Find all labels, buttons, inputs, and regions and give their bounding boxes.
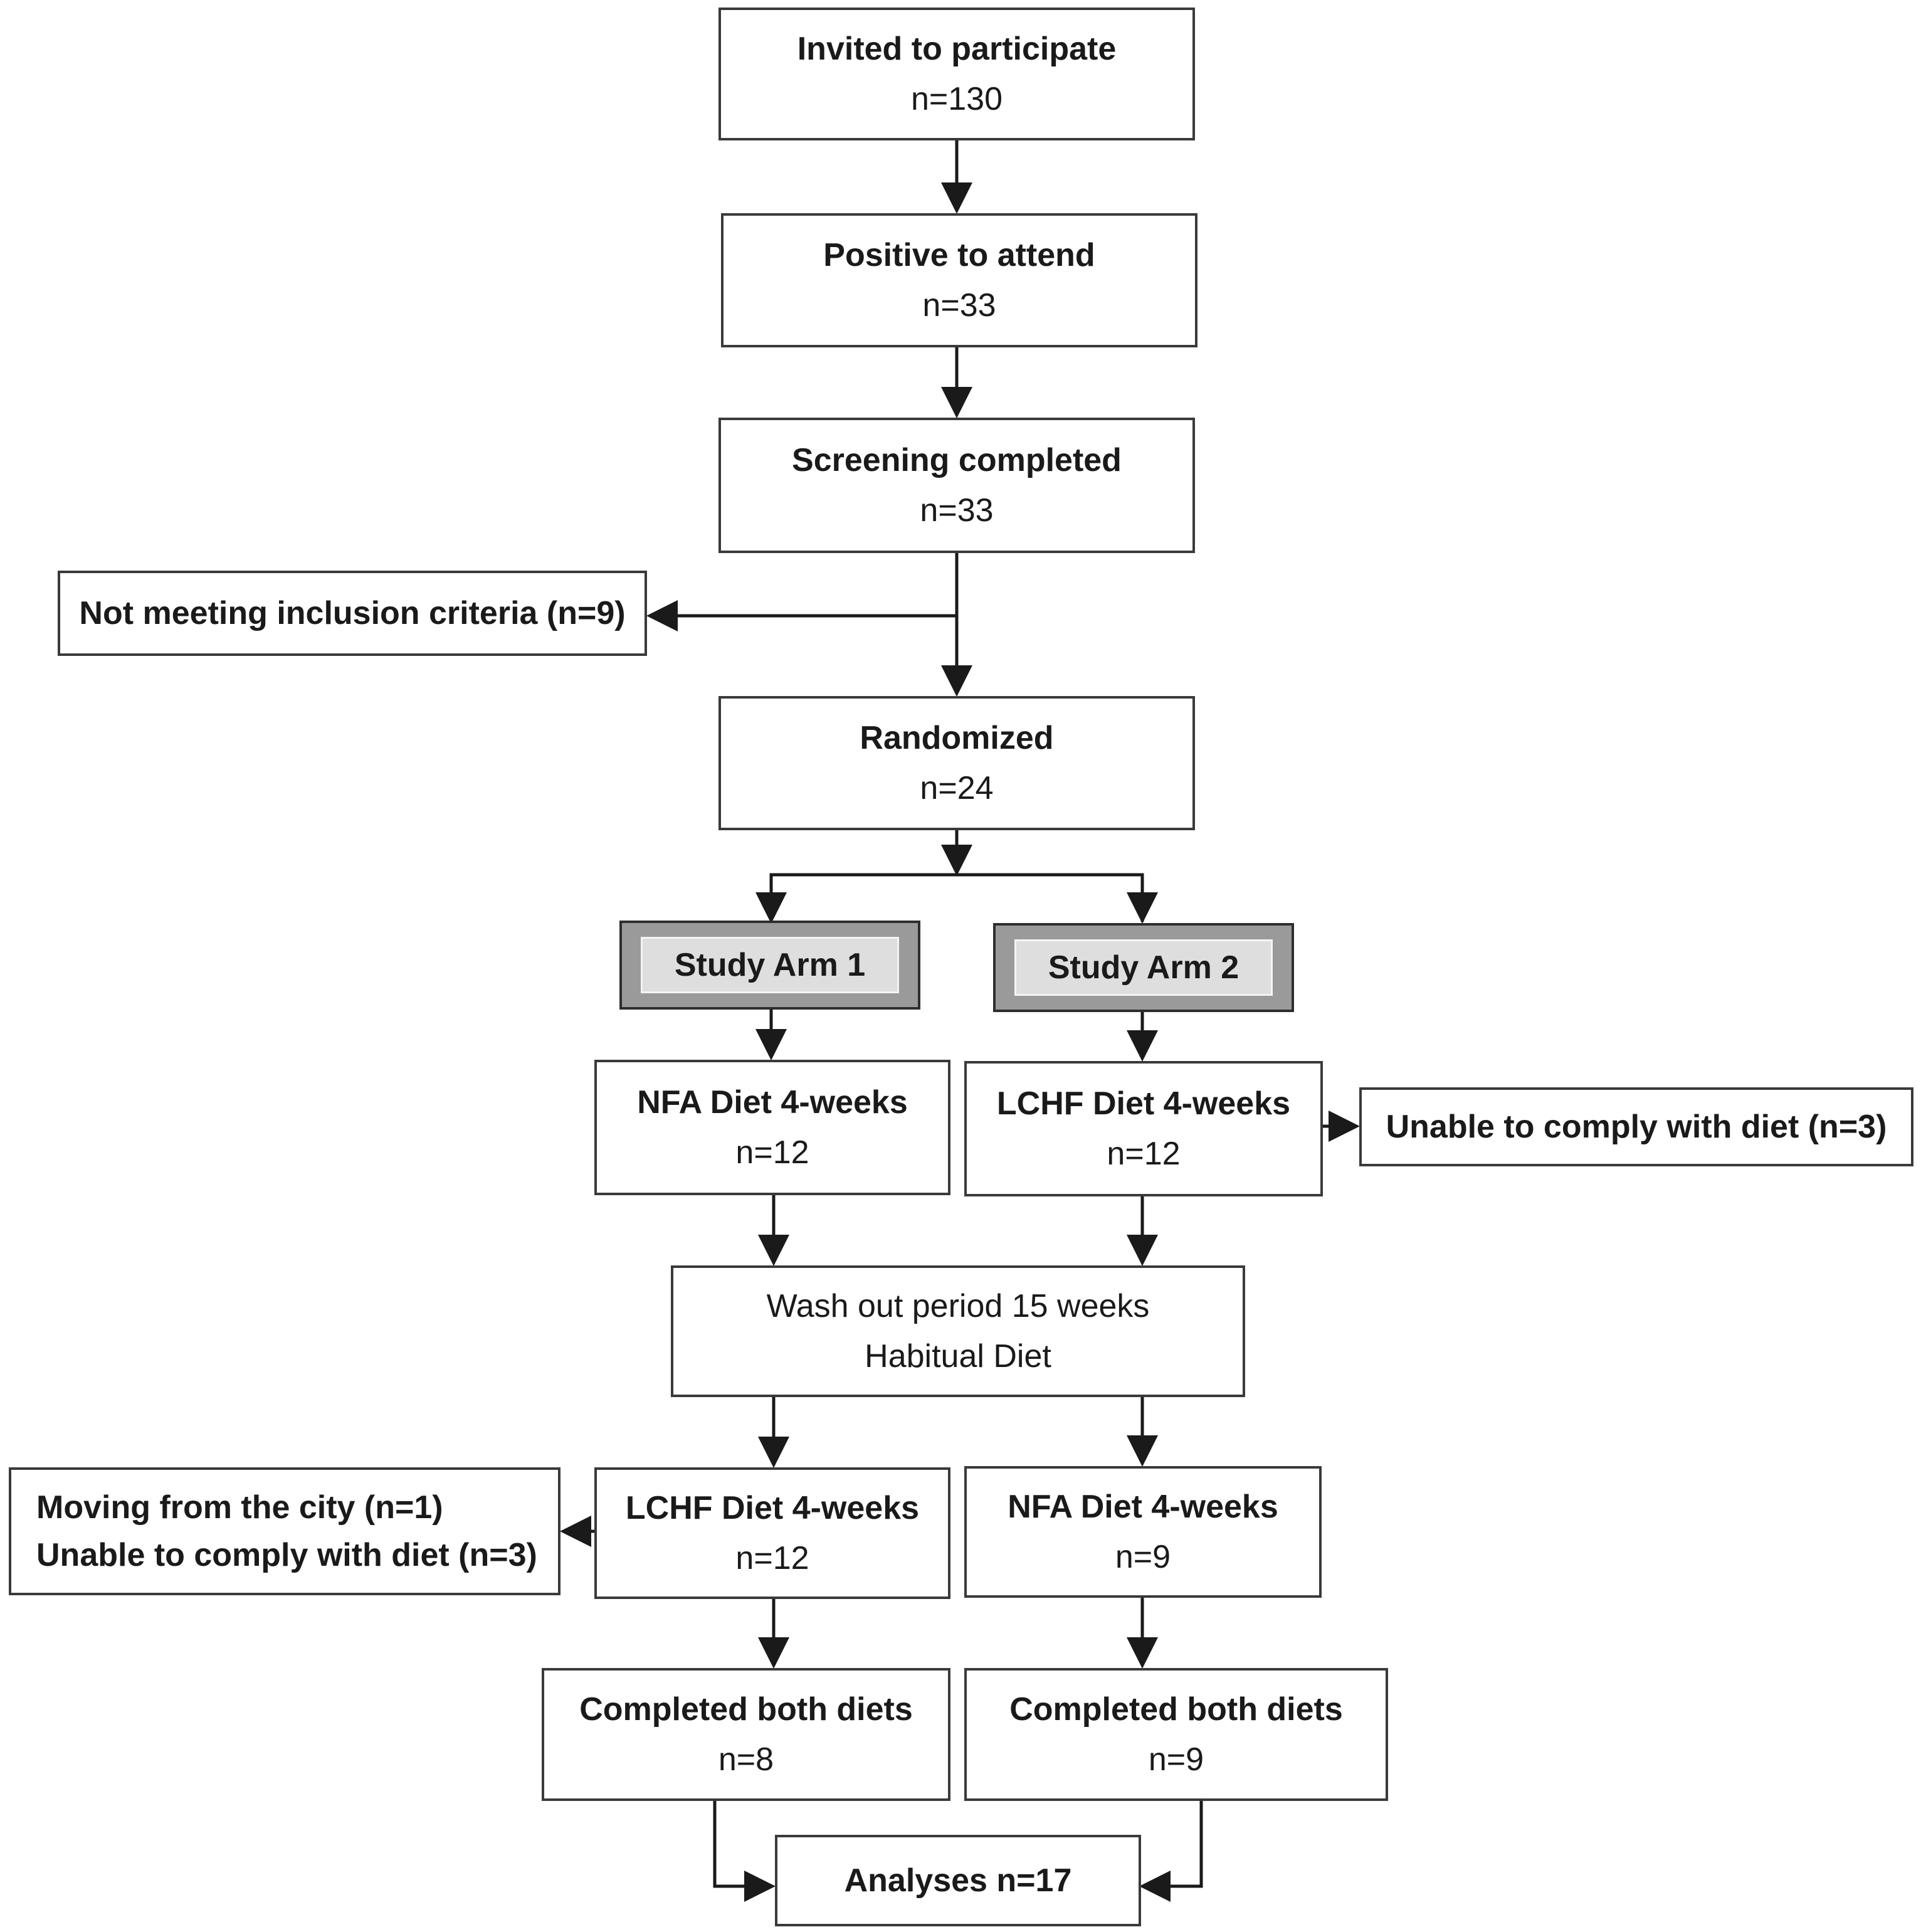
excluded-text: Not meeting inclusion criteria (n=9) — [79, 595, 626, 631]
arm1-period2-dropout-line1: Moving from the city (n=1) — [36, 1489, 443, 1526]
randomized-title: Randomized — [860, 720, 1054, 756]
arm2-period1-dropout-text: Unable to comply with diet (n=3) — [1386, 1109, 1887, 1145]
split-bar — [769, 873, 1144, 922]
arm2-period1-box: LCHF Diet 4-weeks n=12 — [964, 1061, 1323, 1196]
washout-line1: Wash out period 15 weeks — [766, 1288, 1150, 1324]
invited-title: Invited to participate — [797, 31, 1117, 67]
randomized-box: Randomized n=24 — [718, 696, 1195, 830]
positive-title: Positive to attend — [823, 237, 1095, 273]
arm2-period1-dropout-box: Unable to comply with diet (n=3) — [1359, 1087, 1913, 1166]
study-arm-2-box: Study Arm 2 — [993, 923, 1294, 1012]
study-arm-2-label: Study Arm 2 — [1014, 939, 1273, 996]
arrow-arm2-completed-to-analyses — [1139, 1800, 1203, 1902]
invited-count: n=130 — [910, 81, 1003, 117]
arm1-period1-box: NFA Diet 4-weeks n=12 — [594, 1060, 950, 1195]
arm2-period2-box: NFA Diet 4-weeks n=9 — [964, 1466, 1322, 1598]
positive-box: Positive to attend n=33 — [721, 213, 1197, 347]
arrow-arm1-completed-to-analyses — [713, 1800, 776, 1902]
arm1-completed-title: Completed both diets — [579, 1691, 913, 1728]
arm1-period1-count: n=12 — [735, 1134, 809, 1171]
arm2-completed-box: Completed both diets n=9 — [964, 1668, 1388, 1801]
arm1-period2-dropout-line2: Unable to comply with diet (n=3) — [36, 1537, 537, 1573]
screening-title: Screening completed — [792, 442, 1122, 478]
study-arm-1-box: Study Arm 1 — [619, 921, 920, 1010]
positive-count: n=33 — [922, 287, 996, 324]
study-arm-1-label: Study Arm 1 — [641, 937, 899, 993]
arm2-period1-title: LCHF Diet 4-weeks — [996, 1085, 1291, 1122]
screening-count: n=33 — [920, 492, 994, 529]
arm1-period2-count: n=12 — [735, 1540, 809, 1576]
washout-box: Wash out period 15 weeks Habitual Diet — [671, 1265, 1245, 1397]
arm2-completed-count: n=9 — [1148, 1741, 1204, 1778]
excluded-box: Not meeting inclusion criteria (n=9) — [58, 571, 647, 656]
arm2-period2-title: NFA Diet 4-weeks — [1008, 1489, 1278, 1525]
invited-box: Invited to participate n=130 — [718, 8, 1195, 140]
arm2-period1-count: n=12 — [1107, 1136, 1181, 1172]
washout-line2: Habitual Diet — [865, 1338, 1051, 1375]
arm1-completed-box: Completed both diets n=8 — [542, 1668, 950, 1801]
arm2-completed-title: Completed both diets — [1009, 1691, 1343, 1728]
arm2-period2-count: n=9 — [1115, 1539, 1171, 1575]
arm1-period2-box: LCHF Diet 4-weeks n=12 — [594, 1467, 950, 1599]
analyses-box: Analyses n=17 — [775, 1835, 1141, 1926]
arm1-period2-title: LCHF Diet 4-weeks — [625, 1490, 920, 1526]
arm1-period2-dropout-box: Moving from the city (n=1) Unable to com… — [9, 1467, 561, 1595]
analyses-text: Analyses n=17 — [844, 1862, 1072, 1899]
arm1-completed-count: n=8 — [718, 1741, 774, 1778]
screening-box: Screening completed n=33 — [718, 418, 1195, 553]
randomized-count: n=24 — [920, 770, 994, 806]
arm1-period1-title: NFA Diet 4-weeks — [637, 1084, 908, 1121]
